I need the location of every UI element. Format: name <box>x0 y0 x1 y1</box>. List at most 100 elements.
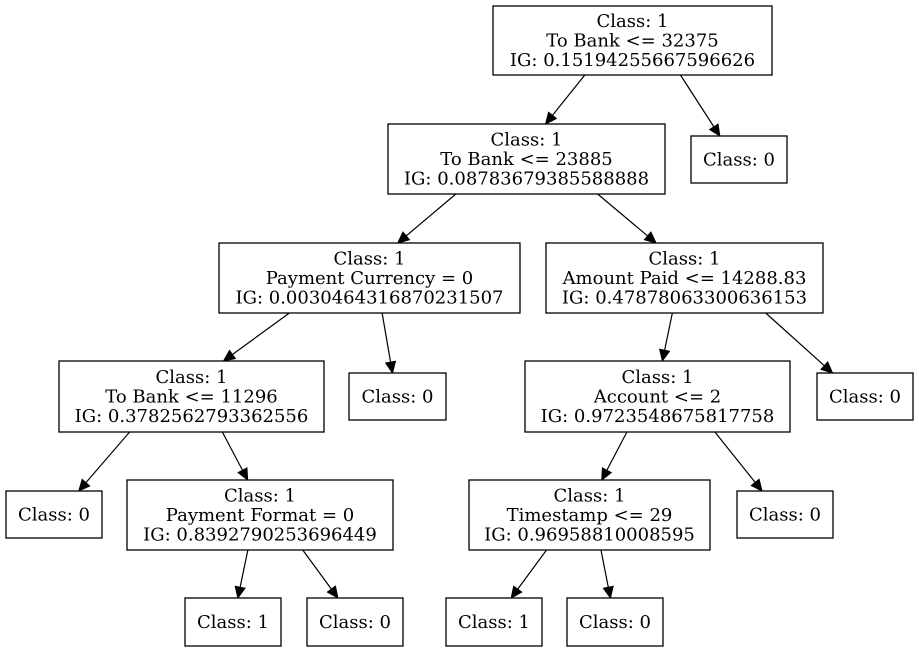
node-box <box>184 597 282 647</box>
tree-edge <box>597 193 657 244</box>
node-label-line: Class: 1 <box>334 249 406 270</box>
node-label-line: IG: 0.8392790253696449 <box>143 525 377 546</box>
tree-edge <box>600 549 614 600</box>
edge-line <box>517 549 548 590</box>
edge-line <box>551 74 586 116</box>
edge-line <box>405 193 457 237</box>
tree-node: Class: 0 <box>816 372 914 421</box>
tree-node: Class: 0 <box>5 490 103 539</box>
node-box <box>126 479 394 551</box>
node-label-line: IG: 0.15194255667596626 <box>510 50 755 71</box>
node-label-line: IG: 0.3782562793362556 <box>75 406 309 427</box>
node-label-line: Class: 0 <box>18 505 90 526</box>
node-label-line: Class: 1 <box>491 130 563 151</box>
tree-edge <box>765 312 834 374</box>
node-label-line: IG: 0.0030464316870231507 <box>235 288 503 309</box>
node-box <box>348 372 447 421</box>
arrowhead-icon <box>234 585 246 600</box>
edge-line <box>765 312 825 367</box>
node-label-line: Class: 0 <box>362 387 434 408</box>
tree-edge <box>679 74 721 138</box>
node-box <box>218 242 521 314</box>
arrowhead-icon <box>602 585 614 600</box>
node-box <box>5 490 103 539</box>
tree-node: Class: 0 <box>306 597 404 647</box>
node-label-line: Payment Format = 0 <box>166 505 354 526</box>
edge-line <box>679 74 715 128</box>
edge-line <box>239 549 249 588</box>
node-label-line: To Bank <= 11296 <box>105 387 278 408</box>
node-box <box>445 597 543 647</box>
node-label-line: Class: 0 <box>703 150 775 171</box>
tree-edge <box>381 312 397 375</box>
tree-edge <box>396 193 457 244</box>
arrowhead-icon <box>601 467 613 482</box>
arrowhead-icon <box>750 478 763 492</box>
node-label-line: Class: 0 <box>319 612 391 633</box>
node-label-line: IG: 0.96958810008595 <box>484 525 695 546</box>
node-label-line: Class: 1 <box>156 367 228 388</box>
edge-line <box>714 431 756 483</box>
node-box <box>387 123 666 195</box>
tree-node: Class: 0 <box>348 372 447 421</box>
tree-node: Class: 1 <box>445 597 543 647</box>
arrowhead-icon <box>659 348 671 363</box>
arrowhead-icon <box>643 231 657 244</box>
node-box <box>524 360 791 433</box>
edges-layer <box>77 74 834 600</box>
node-label-line: To Bank <= 32375 <box>546 31 719 52</box>
node-label-line: Class: 1 <box>622 367 694 388</box>
edge-line <box>606 431 628 471</box>
tree-edge <box>659 312 673 363</box>
edge-line <box>664 312 673 351</box>
tree-edge <box>302 549 339 599</box>
node-label-line: Class: 1 <box>649 249 721 270</box>
arrowhead-icon <box>544 111 558 125</box>
tree-edge <box>234 549 249 600</box>
arrowhead-icon <box>384 360 397 375</box>
arrowhead-icon <box>820 361 834 374</box>
edge-line <box>85 431 131 484</box>
arrowhead-icon <box>510 585 523 599</box>
node-label-line: Class: 0 <box>579 612 651 633</box>
tree-edge <box>222 312 290 362</box>
arrowhead-icon <box>708 123 721 138</box>
arrowhead-icon <box>77 478 91 492</box>
node-label-line: Class: 1 <box>597 11 669 32</box>
node-label-line: To Bank <= 23885 <box>440 149 613 170</box>
node-box <box>492 5 773 76</box>
node-box <box>58 360 325 433</box>
edge-line <box>597 193 649 237</box>
tree-node: Class: 0 <box>690 135 788 184</box>
node-label-line: Class: 1 <box>224 486 296 507</box>
node-label-line: Class: 1 <box>554 486 626 507</box>
tree-edge <box>714 431 763 492</box>
node-label-line: Amount Paid <= 14288.83 <box>562 268 807 289</box>
tree-edge <box>544 74 586 125</box>
node-label-line: Class: 1 <box>197 612 269 633</box>
arrowhead-icon <box>237 467 249 482</box>
tree-node: Class: 1 <box>184 597 282 647</box>
node-box <box>545 242 824 314</box>
node-label-line: IG: 0.47878063300636153 <box>562 288 807 309</box>
node-label-line: Class: 1 <box>458 612 530 633</box>
node-box <box>736 490 834 539</box>
node-label-line: Class: 0 <box>829 387 901 408</box>
edge-line <box>600 549 609 588</box>
edge-line <box>302 549 332 590</box>
tree-edge <box>77 431 131 492</box>
node-box <box>690 135 788 184</box>
tree-node: Class: 0 <box>736 490 834 539</box>
edge-line <box>232 312 290 356</box>
node-box <box>306 597 404 647</box>
node-label-line: Payment Currency = 0 <box>266 268 474 289</box>
edge-line <box>221 431 244 471</box>
node-label-line: IG: 0.9723548675817758 <box>541 406 775 427</box>
